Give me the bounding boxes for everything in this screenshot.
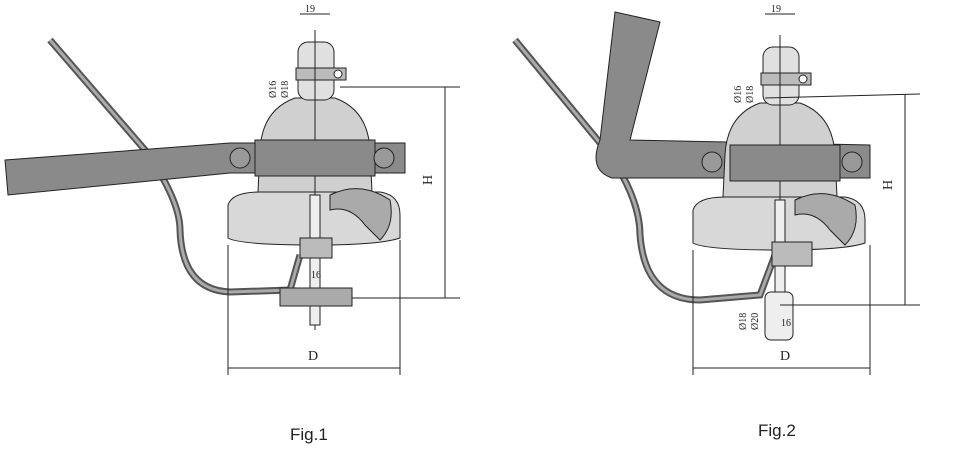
figure-1-caption: Fig.1 [290, 425, 328, 444]
dimension-label: Ø16 [268, 81, 279, 98]
dimension-label: Ø18 [738, 313, 749, 330]
dimension-label: 19 [771, 4, 781, 15]
dimension-label: Ø16 [733, 86, 744, 103]
dimension-label: Ø18 [280, 81, 291, 98]
figure-2-drawing: 19 Ø16 Ø18 H Ø18 Ø20 16 D [512, 4, 921, 375]
figure-2-caption: Fig.2 [758, 421, 796, 440]
dimension-label: 19 [305, 4, 315, 15]
dimension-label: Ø18 [745, 86, 756, 103]
dimension-label: D [308, 349, 318, 364]
dimension-label: D [780, 349, 790, 364]
dimension-label: 16 [781, 318, 791, 329]
dimension-label: 16 [311, 270, 321, 281]
figure-1-drawing: 19 Ø16 Ø18 H 16 D [4, 4, 460, 375]
dimension-label: H [881, 180, 896, 190]
dimension-label: H [421, 175, 436, 185]
dimension-label: Ø20 [750, 313, 761, 330]
